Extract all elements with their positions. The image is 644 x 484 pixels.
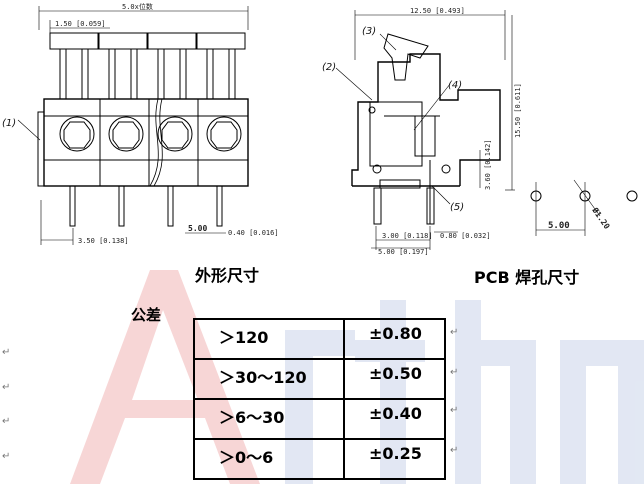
wire-entry-3 (157, 116, 193, 152)
wire-entry-2 (108, 116, 144, 152)
wire-entry-4 (206, 116, 242, 152)
front-pitch-bottom: 5.00 (188, 224, 207, 233)
callout-2: (2) (322, 62, 336, 73)
callout-3: (3) (362, 26, 376, 37)
callout-1: (1) (2, 118, 16, 129)
pcb-pitch: 5.00 (548, 221, 570, 231)
caption-pcb: PCB 焊孔尺寸 (474, 268, 580, 287)
paragraph-mark: ↵ (2, 416, 11, 427)
paragraph-mark: ↵ (450, 405, 459, 416)
tolerance-value: ±0.40 (343, 398, 446, 440)
paragraph-mark: ↵ (2, 451, 11, 462)
paragraph-mark: ↵ (2, 382, 11, 393)
front-pin-width: 0.40 [0.016] (228, 229, 279, 237)
caption-outline: 外形尺寸 (195, 266, 260, 285)
front-view (17, 6, 249, 245)
tolerance-range: ＞30～120 (193, 358, 345, 400)
front-overall-dim: 5.0x位数 (122, 2, 153, 11)
front-pin-dim: 3.50 [0.138] (78, 237, 129, 245)
tolerance-value: ±0.50 (343, 358, 446, 400)
table-row: ＞30～120 ±0.50 (193, 358, 446, 400)
side-pin-dim: 3.60 [0.142] (484, 139, 492, 190)
side-view (335, 10, 515, 250)
pcb-hole-dia: Ø1.20 (590, 205, 613, 231)
table-row: ＞120 ±0.80 (193, 318, 446, 360)
tolerance-range: ＞120 (193, 318, 345, 360)
callout-4: (4) (448, 80, 462, 91)
callout-5: (5) (450, 202, 464, 213)
paragraph-mark: ↵ (450, 327, 459, 338)
table-row: ＞0～6 ±0.25 (193, 438, 446, 480)
side-bottom-dim-1: 3.00 [0.118] (382, 232, 433, 240)
table-row: ＞6～30 ±0.40 (193, 398, 446, 440)
paragraph-mark: ↵ (450, 367, 459, 378)
side-bottom-dim-2: 5.00 [0.197] (378, 248, 429, 256)
side-height-dim: 15.50 [0.611] (514, 83, 522, 138)
paragraph-mark: ↵ (450, 445, 459, 456)
tolerance-title: 公差 (131, 306, 162, 324)
tolerance-range: ＞6～30 (193, 398, 345, 440)
tolerance-value: ±0.80 (343, 318, 446, 360)
pcb-hole-layout (530, 179, 638, 236)
tolerance-table: ＞120 ±0.80 ＞30～120 ±0.50 ＞6～30 ±0.40 ＞0～… (193, 318, 446, 480)
front-pitch-dim: 1.50 [0.059] (55, 20, 106, 28)
wire-entry-1 (59, 116, 95, 152)
tolerance-range: ＞0～6 (193, 438, 345, 480)
paragraph-mark: ↵ (2, 347, 11, 358)
tolerance-value: ±0.25 (343, 438, 446, 480)
side-pin-thick: 0.80 [0.032] (440, 232, 491, 240)
side-width-dim: 12.50 [0.493] (410, 7, 465, 15)
